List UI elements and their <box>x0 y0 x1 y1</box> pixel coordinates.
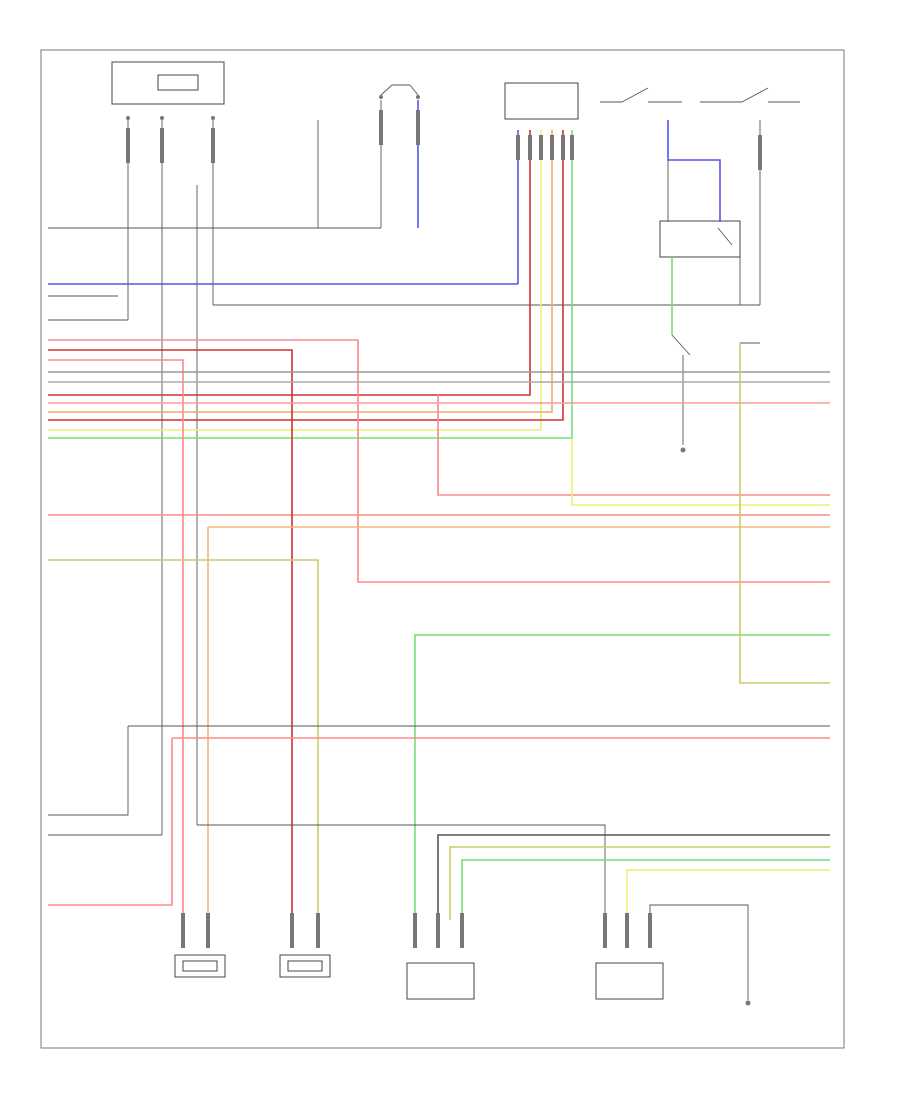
sensor-1 <box>174 954 226 978</box>
bottom-connector-pins <box>181 913 652 948</box>
sensor-2 <box>279 954 331 978</box>
diagram-frame <box>40 49 845 1049</box>
top-connector-pins <box>126 110 762 170</box>
pcm-connector <box>111 61 225 120</box>
sensor-3 <box>406 962 475 1000</box>
multi-relay <box>504 82 579 120</box>
mid-switch <box>671 334 691 453</box>
control-module <box>659 220 741 258</box>
ignition-switch <box>379 84 420 99</box>
sensor-4 <box>595 962 664 1000</box>
switch-left <box>600 87 682 103</box>
switch-right <box>700 87 800 103</box>
